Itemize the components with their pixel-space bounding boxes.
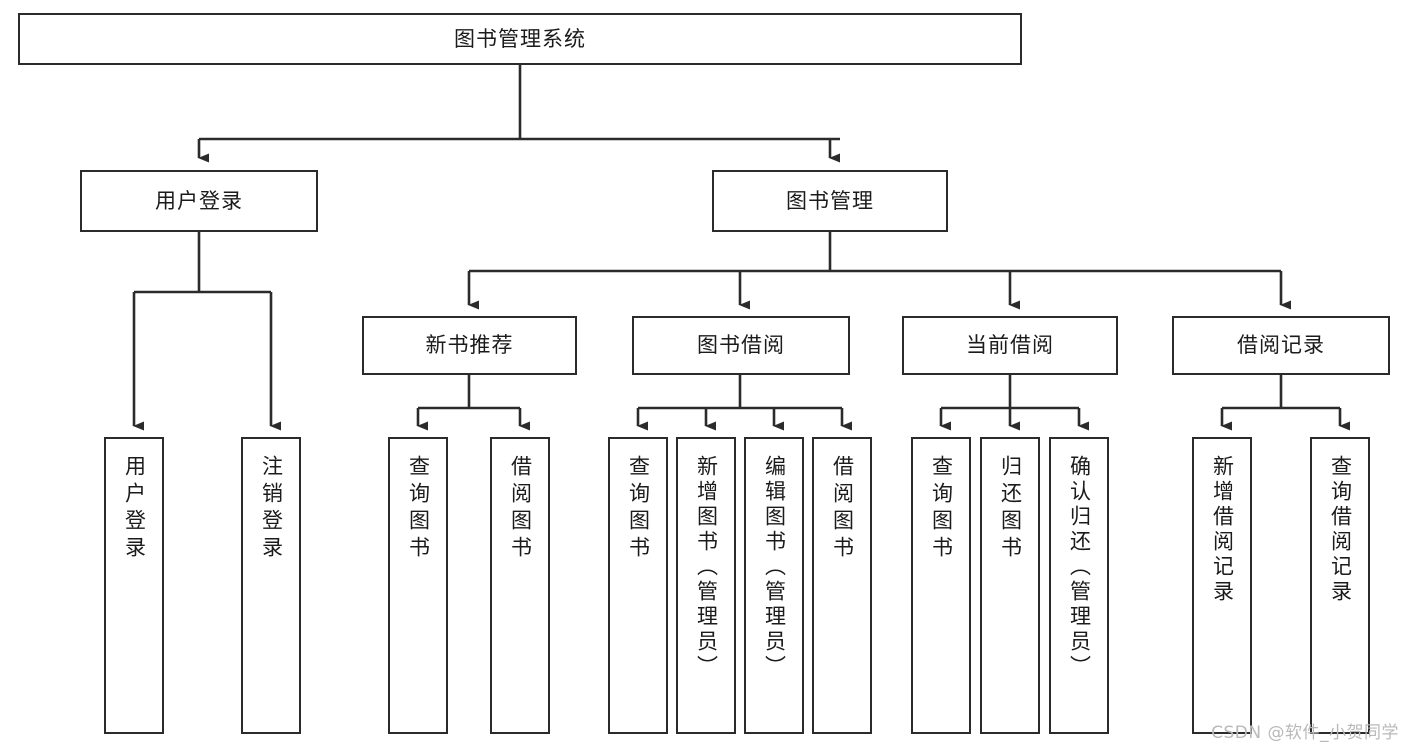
leaf-add-book-label: 新增图书（管理员） <box>694 455 719 680</box>
leaf-query-book-2[interactable]: 查询图书 <box>608 437 668 734</box>
leaf-borrow-book-1[interactable]: 借阅图书 <box>490 437 550 734</box>
leaf-confirm-return-label: 确认归还（管理员） <box>1067 455 1092 680</box>
leaf-add-record-label: 新增借阅记录 <box>1210 455 1235 605</box>
leaf-query-book-3[interactable]: 查询图书 <box>911 437 971 734</box>
node-new-book-recommend[interactable]: 新书推荐 <box>362 316 577 375</box>
leaf-borrow-book-2[interactable]: 借阅图书 <box>812 437 872 734</box>
leaf-confirm-return[interactable]: 确认归还（管理员） <box>1049 437 1109 734</box>
leaf-borrow-book-1-label: 借阅图书 <box>508 455 533 563</box>
node-current-borrow-label: 当前借阅 <box>966 333 1054 358</box>
node-borrow-record[interactable]: 借阅记录 <box>1172 316 1390 375</box>
node-root-label: 图书管理系统 <box>454 26 586 51</box>
leaf-logout[interactable]: 注销登录 <box>241 437 301 734</box>
watermark: CSDN @软件_小贺同学 <box>1211 723 1399 743</box>
node-book-borrow[interactable]: 图书借阅 <box>632 316 850 375</box>
leaf-borrow-book-2-label: 借阅图书 <box>830 455 855 563</box>
leaf-return-book-label: 归还图书 <box>998 455 1023 563</box>
node-book-manage-label: 图书管理 <box>786 188 874 213</box>
leaf-edit-book-label: 编辑图书（管理员） <box>762 455 787 680</box>
node-borrow-record-label: 借阅记录 <box>1237 333 1325 358</box>
leaf-logout-label: 注销登录 <box>259 455 284 563</box>
leaf-add-book[interactable]: 新增图书（管理员） <box>676 437 736 734</box>
node-new-book-recommend-label: 新书推荐 <box>425 333 514 358</box>
node-current-borrow[interactable]: 当前借阅 <box>902 316 1118 375</box>
node-user-login-label: 用户登录 <box>155 188 243 213</box>
leaf-user-login-label: 用户登录 <box>122 455 147 563</box>
node-book-manage[interactable]: 图书管理 <box>712 170 948 232</box>
node-book-borrow-label: 图书借阅 <box>697 333 785 358</box>
leaf-query-record[interactable]: 查询借阅记录 <box>1310 437 1370 734</box>
leaf-edit-book[interactable]: 编辑图书（管理员） <box>744 437 804 734</box>
leaf-add-record[interactable]: 新增借阅记录 <box>1192 437 1252 734</box>
node-user-login[interactable]: 用户登录 <box>80 170 318 232</box>
leaf-query-book-2-label: 查询图书 <box>626 455 651 563</box>
node-root[interactable]: 图书管理系统 <box>18 13 1022 65</box>
leaf-query-book-1[interactable]: 查询图书 <box>388 437 448 734</box>
leaf-query-book-1-label: 查询图书 <box>406 455 431 563</box>
leaf-return-book[interactable]: 归还图书 <box>980 437 1040 734</box>
leaf-user-login[interactable]: 用户登录 <box>104 437 164 734</box>
leaf-query-book-3-label: 查询图书 <box>929 455 954 563</box>
leaf-query-record-label: 查询借阅记录 <box>1328 455 1353 605</box>
